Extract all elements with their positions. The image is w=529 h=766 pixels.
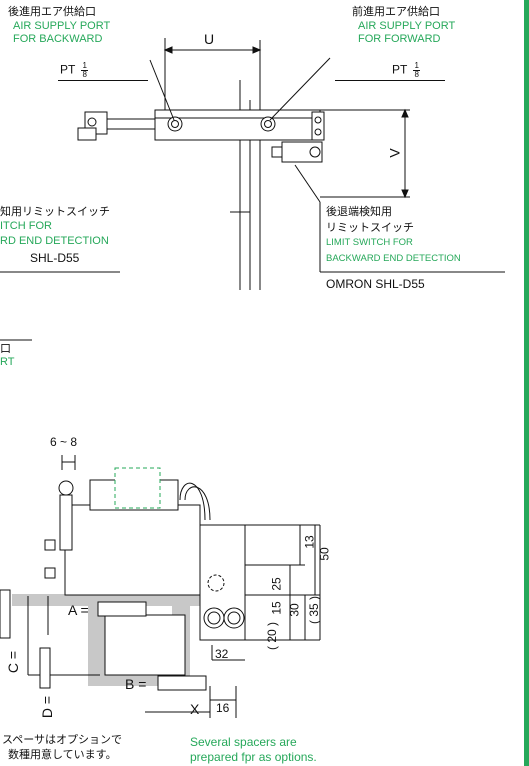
spacer-note-en-2: prepared fpr as options. — [190, 750, 317, 764]
left-port-frac-den: 8 — [82, 70, 87, 79]
cut-port-en-label: RT — [0, 356, 15, 368]
dim-30-label: 30 — [287, 603, 302, 617]
left-port-underline — [58, 80, 148, 81]
left-port-pt: PT — [60, 62, 76, 77]
left-switch-en-label-1: ITCH FOR — [0, 220, 52, 232]
dim-20-label: ( 20 ) — [265, 621, 280, 651]
spacer-a-label: A = — [68, 602, 89, 618]
left-switch-model: SHL-D55 — [30, 251, 80, 265]
dim-6-8-label: 6 ~ 8 — [50, 435, 78, 449]
right-port-jp-label: 前進用エア供給口 — [352, 5, 440, 18]
right-port-en-label-1: AIR SUPPLY PORT — [358, 20, 456, 32]
spacer-note-en-1: Several spacers are — [190, 735, 297, 749]
right-switch-jp-label-2: リミットスイッチ — [326, 221, 414, 234]
right-switch-en-label-2: BACKWARD END DETECTION — [326, 253, 461, 264]
dim-13-label: 13 — [302, 535, 317, 549]
spacer-note-jp-2: 数種用意しています。 — [8, 748, 117, 761]
left-switch-en-label-2: RD END DETECTION — [0, 235, 109, 247]
left-port-fraction: 1 8 — [81, 61, 88, 79]
right-switch-jp-label-1: 後退端検知用 — [326, 205, 392, 218]
dim-25-label: 25 — [269, 577, 284, 591]
left-port-thread: PT 1 8 — [60, 62, 88, 79]
top-view — [0, 38, 505, 341]
right-switch-model: OMRON SHL-D55 — [326, 277, 425, 291]
left-port-en-label-2: FOR BACKWARD — [13, 33, 103, 45]
bottom-view — [0, 455, 321, 718]
spacer-c-label: C = — [5, 650, 22, 674]
left-switch-jp-label: 知用リミットスイッチ — [0, 205, 110, 218]
left-port-jp-label: 後進用エア供給口 — [8, 5, 96, 18]
dim-u-label: U — [204, 31, 215, 47]
right-port-underline — [335, 80, 445, 81]
page-edge-accent — [524, 0, 529, 766]
spacer-b-label: B = — [125, 676, 147, 692]
spacer-note-jp-1: スペーサはオプションで — [2, 733, 123, 746]
right-port-frac-den: 8 — [414, 70, 419, 79]
spacer-d-label: D = — [39, 695, 56, 719]
right-port-thread: PT 1 8 — [392, 62, 420, 79]
dim-35-label: ( 35 ) — [307, 595, 322, 625]
dim-50-label: 50 — [317, 547, 332, 561]
right-port-pt: PT — [392, 62, 408, 77]
left-port-frac-num: 1 — [81, 61, 88, 71]
dim-32-label: 32 — [215, 647, 229, 661]
right-port-frac-num: 1 — [413, 61, 420, 71]
left-port-en-label-1: AIR SUPPLY PORT — [13, 20, 111, 32]
dim-v-label: V — [386, 148, 403, 158]
right-switch-en-label-1: LIMIT SWITCH FOR — [326, 237, 413, 248]
cut-port-jp-label: 口 — [0, 342, 11, 355]
dim-16-label: 16 — [216, 701, 230, 715]
right-port-en-label-2: FOR FORWARD — [358, 33, 441, 45]
dim-x-label: X — [190, 701, 200, 717]
dim-15-label: 15 — [269, 601, 284, 615]
right-port-fraction: 1 8 — [413, 61, 420, 79]
